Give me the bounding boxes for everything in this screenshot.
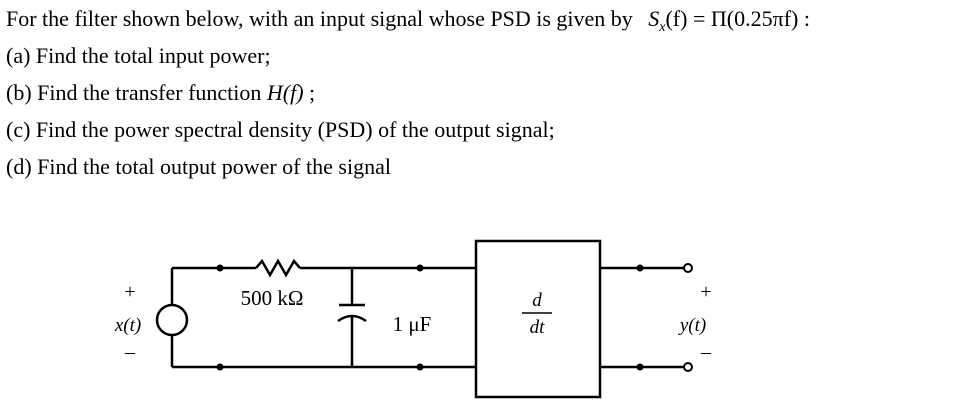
psd-expression: (f) = Π(0.25πf) : (665, 6, 810, 31)
part-a-text: Find the total input power; (35, 43, 271, 68)
resistor-label: 500 kΩ (241, 286, 304, 310)
junction-dot (636, 264, 644, 272)
output-plus-sign: + (700, 281, 711, 303)
part-b-text: Find the transfer function (37, 80, 262, 105)
part-c-label: (c) (6, 117, 31, 142)
part-c-text: Find the power spectral density (PSD) of… (35, 117, 555, 142)
input-minus-sign: – (124, 341, 136, 363)
block-denominator: dt (530, 317, 546, 338)
part-b-end: ; (303, 80, 316, 105)
junction-dot (216, 363, 224, 371)
part-c: (c) Find the power spectral density (PSD… (6, 117, 555, 143)
junction-dot (216, 264, 224, 272)
junction-dot (416, 363, 424, 371)
output-terminal-top (683, 263, 693, 273)
part-a-label: (a) (6, 43, 31, 68)
capacitor-label: 1 μF (393, 312, 432, 336)
junction-dot (416, 264, 424, 272)
output-minus-sign: – (700, 341, 712, 363)
input-label: x(t) (114, 315, 141, 336)
block-numerator: d (532, 290, 542, 311)
psd-subscript: x (659, 20, 666, 35)
part-b: (b) Find the transfer function H(f) ; (6, 80, 315, 106)
part-a: (a) Find the total input power; (6, 43, 271, 69)
differentiator-block (474, 239, 602, 399)
problem-intro-line: For the filter shown below, with an inpu… (6, 6, 810, 41)
part-d: (d) Find the total output power of the s… (6, 154, 391, 180)
part-b-label: (b) (6, 80, 32, 105)
output-label: y(t) (678, 315, 706, 336)
problem-intro: For the filter shown below, with an inpu… (6, 6, 633, 31)
input-plus-sign: + (124, 281, 135, 303)
psd-symbol: S (648, 6, 660, 31)
part-b-symbol: H(f) (266, 80, 304, 105)
part-d-label: (d) (6, 154, 32, 179)
voltage-source-symbol (155, 303, 189, 337)
resistor-symbol (255, 258, 301, 278)
junction-dot (636, 363, 644, 371)
output-terminal-bottom (683, 362, 693, 372)
part-d-text: Find the total output power of the signa… (37, 154, 391, 179)
